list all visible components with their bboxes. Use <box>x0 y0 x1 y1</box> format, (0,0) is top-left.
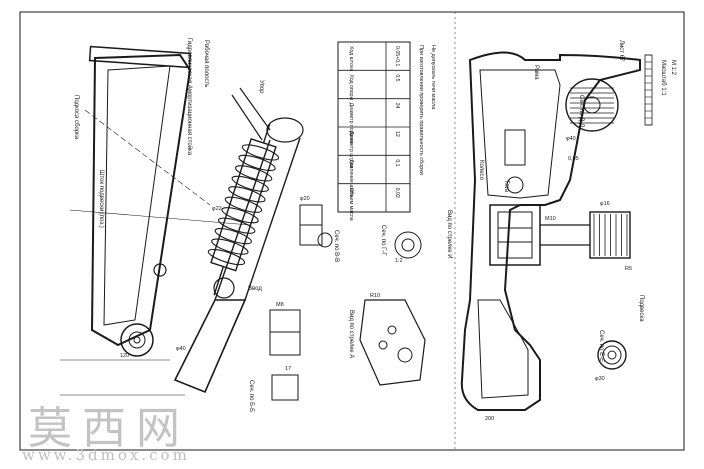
table-cell-label: Ход штока <box>348 46 354 71</box>
right-label-6: Колесо <box>478 160 484 181</box>
spring-coil <box>241 144 280 161</box>
left-label-6: Вид по стрелке А <box>348 310 354 358</box>
right-label-7: М 1:2 <box>670 60 676 76</box>
right-label-3: Рама <box>533 65 539 80</box>
left-dim-3: R10 <box>370 293 380 299</box>
left-dim-0: φ40 <box>176 346 186 352</box>
frame-outline <box>460 51 641 411</box>
left-labels: Гидравлическая Амортизационная стойка По… <box>73 38 403 412</box>
spring-coil <box>221 207 259 224</box>
table-cell-value: 0,5 <box>394 74 400 81</box>
section-e <box>597 340 627 370</box>
right-assembly <box>460 51 653 411</box>
left-dim-2: φ20 <box>300 196 310 202</box>
table-cell-value: 0,02 <box>394 188 400 198</box>
right-label-1: Сеч. по Е-Е <box>598 330 604 362</box>
left-label-8: Сеч. по В-В <box>333 230 339 262</box>
table-cell-value: 12 <box>394 131 400 137</box>
scale-ruler <box>644 54 653 126</box>
hub-assembly <box>489 129 631 266</box>
notes: При изготовлении проверить правильность … <box>418 45 436 175</box>
note-1: Не допускать течи масла <box>430 45 436 110</box>
spring-coil <box>217 217 256 234</box>
left-dim-1: φ22 <box>212 206 222 212</box>
left-dim-5: 120 <box>120 353 129 359</box>
left-label-2: Шток подвески (поз.) <box>98 170 104 228</box>
sheet-border <box>19 11 685 451</box>
shock-absorber <box>207 123 280 296</box>
watermark-url: www.3dmox.com <box>22 446 190 464</box>
left-label-0: Гидравлическая Амортизационная стойка <box>186 38 193 156</box>
left-label-7: Сеч. по Б-Б <box>248 380 254 412</box>
right-label-0: Сеч. по Д-Д <box>578 95 584 127</box>
table-cell-value: 0,1 <box>394 159 400 166</box>
right-label-8: Лист 67 <box>618 40 624 62</box>
swing-arm <box>90 53 192 347</box>
watermark-logo: 莫西网 <box>28 403 190 454</box>
spring-coil <box>234 165 273 182</box>
right-dim-3: φ30 <box>595 376 605 382</box>
left-label-4: Упор <box>258 80 264 94</box>
table-cell-label: Диаметр штока <box>348 131 354 168</box>
spring-coil <box>214 228 252 245</box>
left-dim-7: 17 <box>285 366 291 372</box>
spring-coil <box>228 186 266 203</box>
spring-coil <box>238 154 276 172</box>
left-label-5: Ввод <box>248 286 262 292</box>
table-cell-label: Давление азота <box>348 159 354 197</box>
scale-note: Масштаб 1:1 <box>660 60 666 96</box>
right-dim-5: 0,05 <box>568 156 579 162</box>
table-cell-value: 0,05+0,1 <box>394 46 400 66</box>
table-cell-label: Ход опоры <box>348 74 354 100</box>
right-dim-1: φ16 <box>600 201 610 207</box>
left-dim-6: 1:2 <box>395 258 403 264</box>
spring-coil <box>231 175 269 192</box>
right-labels: Сеч. по Д-Д Сеч. по Е-Е Вид по стрелке И… <box>446 40 676 422</box>
spring-coil <box>224 196 263 213</box>
pivot-bolt <box>153 263 167 277</box>
top-clamp <box>88 45 192 69</box>
note-0: При изготовлении проверить правильность … <box>418 45 424 175</box>
left-label-9: Сеч. по Г-Г <box>380 225 386 256</box>
table-cell-label: Объем масла <box>348 188 354 221</box>
spring-coil <box>211 238 249 255</box>
left-assembly <box>60 45 426 401</box>
right-label-4: Тяга <box>503 180 509 193</box>
spring-coil <box>207 248 246 266</box>
right-label-5: Подвеска <box>638 295 644 322</box>
table-cell-label: Диаметр поршня <box>348 103 354 144</box>
section-d <box>565 78 619 132</box>
right-label-2: Вид по стрелке И <box>446 210 452 259</box>
right-dim-0: φ40 <box>566 136 576 142</box>
left-label-1: Подкоса сборка <box>73 95 79 140</box>
left-dim-4: М8 <box>276 302 284 308</box>
section-core <box>583 96 601 114</box>
table-cell-value: 24 <box>394 103 400 109</box>
right-dim-4: R5 <box>625 266 632 272</box>
lower-wheel <box>120 323 154 357</box>
right-dim-2: М10 <box>545 216 556 222</box>
right-dim-6: 200 <box>485 416 494 422</box>
left-label-3: Рабочая полость <box>203 40 209 87</box>
